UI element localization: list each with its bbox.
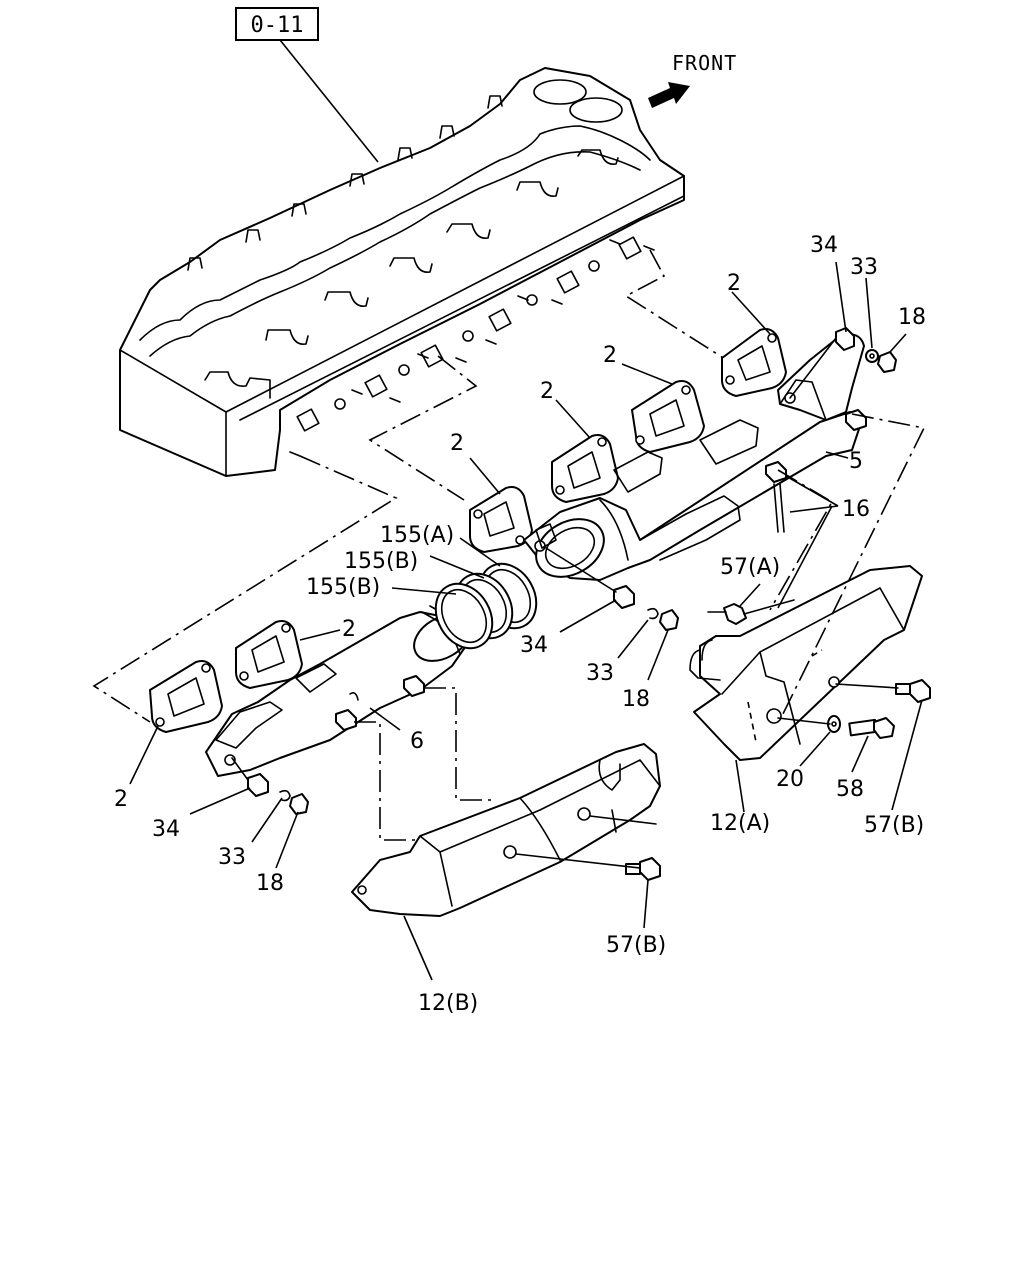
- label-gasket-upper-middle: 2: [603, 343, 617, 368]
- gasket-middle: [551, 434, 619, 503]
- fastener-group-middle: [613, 585, 679, 631]
- label-nut-bottom: 18: [256, 871, 284, 896]
- bolt-57b-right: [895, 679, 931, 703]
- seal-rings: [434, 562, 538, 650]
- label-bolt-57b-lower: 57(B): [606, 933, 666, 958]
- fastener-group-bottom: [247, 773, 309, 815]
- label-washer-top: 33: [850, 255, 878, 280]
- leader-lines: [129, 261, 923, 981]
- front-exhaust-manifold: [523, 333, 865, 581]
- gasket-top: [721, 328, 787, 397]
- heat-cover-rear: [351, 743, 661, 917]
- bolt-58: [848, 717, 895, 739]
- bolt-57a: [707, 603, 747, 625]
- label-cover-12a: 12(A): [710, 811, 770, 836]
- label-gasket-top: 2: [727, 271, 741, 296]
- label-washer-middle: 33: [586, 661, 614, 686]
- label-front-manifold: 5: [849, 449, 863, 474]
- label-bolt-58: 58: [836, 777, 864, 802]
- label-washer-bottom: 33: [218, 845, 246, 870]
- gasket-lower-middle: [469, 486, 533, 553]
- label-cover-12b: 12(B): [418, 991, 478, 1016]
- gasket-rear-lower: [149, 660, 223, 733]
- label-gasket-rear-upper: 2: [342, 617, 356, 642]
- front-direction-indicator: FRONT: [648, 51, 737, 108]
- label-bolt-57a: 57(A): [720, 555, 780, 580]
- label-gasket-lower-middle: 2: [450, 431, 464, 456]
- label-ring-a: 155(A): [380, 523, 454, 548]
- reference-label: 0-11: [251, 13, 304, 38]
- gasket-row: [149, 328, 787, 733]
- label-nut-middle: 18: [622, 687, 650, 712]
- label-gasket-middle: 2: [540, 379, 554, 404]
- front-arrow-icon: [648, 82, 690, 108]
- part-labels: 2 2 2 2 2 2 34 33 18 5 16 155(A) 155(B) …: [114, 233, 926, 1016]
- label-ring-b-upper: 155(B): [344, 549, 418, 574]
- bolt-57b-lower: [625, 857, 661, 881]
- label-spacer-bottom: 34: [152, 817, 180, 842]
- label-bolt-57b-right: 57(B): [864, 813, 924, 838]
- front-label: FRONT: [672, 51, 737, 75]
- label-stud: 16: [842, 497, 870, 522]
- gasket-rear-upper: [235, 620, 303, 689]
- label-nut-top: 18: [898, 305, 926, 330]
- reference-box: 0-11: [235, 7, 379, 163]
- label-spacer-middle: 34: [520, 633, 548, 658]
- label-spacer-top: 34: [810, 233, 838, 258]
- label-rear-manifold: 6: [410, 729, 424, 754]
- label-ring-b-lower: 155(B): [306, 575, 380, 600]
- label-washer-20: 20: [776, 767, 804, 792]
- label-gasket-rear-lower: 2: [114, 787, 128, 812]
- cylinder-head: [119, 67, 685, 477]
- gasket-upper-middle: [631, 380, 705, 453]
